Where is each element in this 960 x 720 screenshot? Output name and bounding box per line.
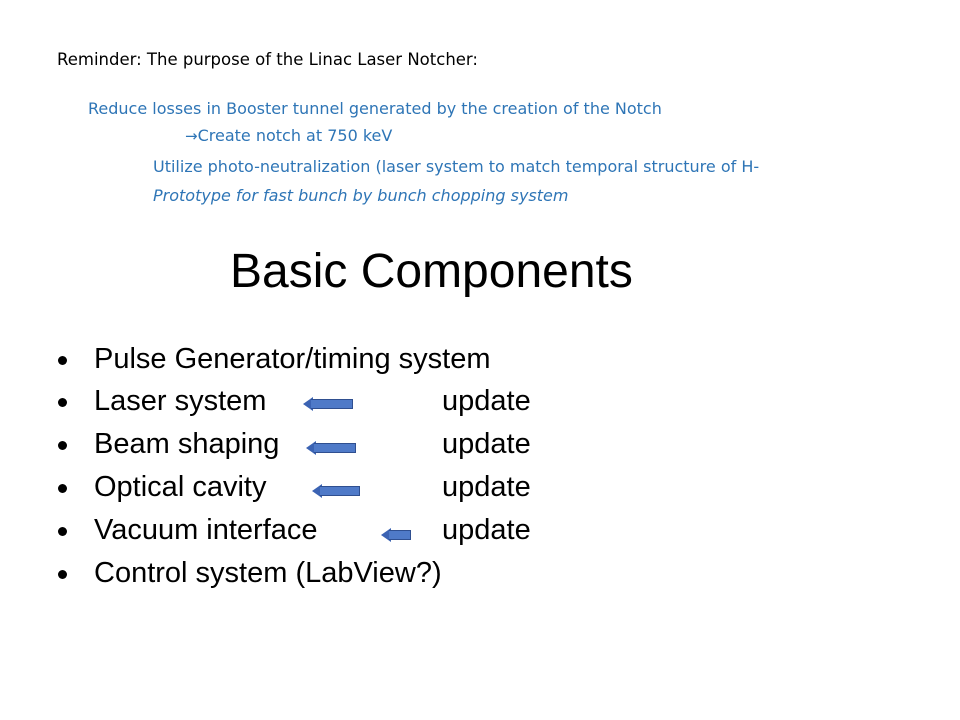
bullet-icon <box>58 527 67 536</box>
bullet-label: Beam shaping <box>94 428 280 460</box>
bullet-label: Optical cavity <box>94 471 267 503</box>
purpose-line-notch: →Create notch at 750 keV <box>185 126 392 145</box>
bullet-icon <box>58 570 67 579</box>
purpose-line-photo-neutralization: Utilize photo-neutralization (laser syst… <box>153 157 760 176</box>
bullet-status: update <box>442 471 531 503</box>
purpose-line-prototype: Prototype for fast bunch by bunch choppi… <box>153 186 569 205</box>
slide-title: Basic Components <box>230 245 633 298</box>
left-arrow-icon <box>306 441 356 455</box>
left-arrow-icon <box>303 397 353 411</box>
reminder-text: Reminder: The purpose of the Linac Laser… <box>57 50 478 69</box>
purpose-line-notch-text: Create notch at 750 keV <box>197 126 393 145</box>
bullet-label: Control system (LabView?) <box>94 557 442 589</box>
bullet-icon <box>58 398 67 407</box>
bullet-icon <box>58 484 67 493</box>
purpose-line-losses: Reduce losses in Booster tunnel generate… <box>88 99 662 118</box>
bullet-status: update <box>442 514 531 546</box>
left-arrow-icon <box>381 528 411 542</box>
bullet-label: Laser system <box>94 385 267 417</box>
bullet-icon <box>58 441 67 450</box>
bullet-status: update <box>442 385 531 417</box>
bullet-label: Pulse Generator/timing system <box>94 343 491 375</box>
bullet-status: update <box>442 428 531 460</box>
left-arrow-icon <box>312 484 360 498</box>
bullet-icon <box>58 356 67 365</box>
right-arrow-icon: → <box>185 127 198 145</box>
bullet-label: Vacuum interface <box>94 514 318 546</box>
